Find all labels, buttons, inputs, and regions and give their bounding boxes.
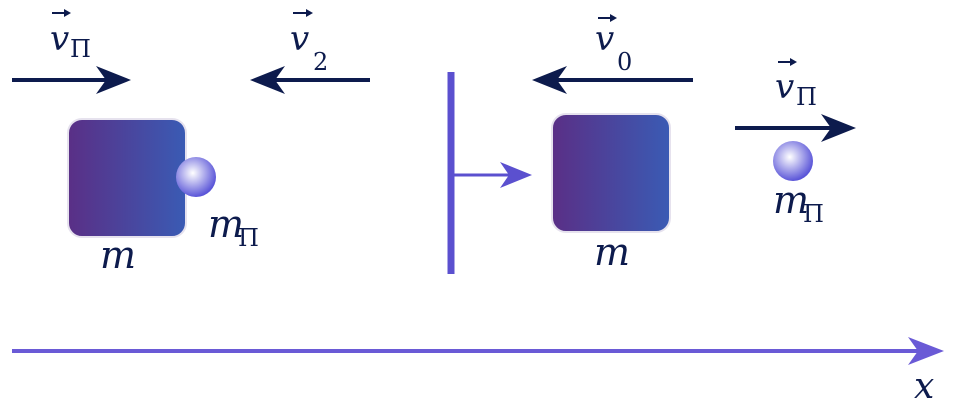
- svg-text:v: v: [595, 19, 614, 59]
- bullet-ball-right: [773, 141, 813, 181]
- svg-text:m: m: [208, 202, 244, 246]
- svg-text:v: v: [775, 67, 794, 107]
- svg-text:v: v: [290, 19, 309, 59]
- x-axis: [12, 337, 944, 365]
- svg-text:П: П: [803, 200, 824, 228]
- svg-text:П: П: [70, 35, 91, 63]
- mass-bullet-right-label: m П: [773, 178, 824, 228]
- bullet-ball-left: [176, 157, 216, 197]
- velocity-bullet-right-arrow: [735, 114, 856, 142]
- velocity-v2-label: v 2: [290, 9, 328, 76]
- velocity-bullet-left-arrow: [12, 66, 131, 94]
- mass-block-left-label: m: [100, 233, 136, 277]
- velocity-v2-arrow: [250, 66, 370, 94]
- mass-bullet-left-label: m П: [208, 202, 259, 252]
- svg-text:m: m: [773, 178, 809, 222]
- svg-text:0: 0: [617, 48, 632, 76]
- vector-arrow-icon: [52, 9, 71, 17]
- velocity-v0-label: v 0: [595, 14, 632, 76]
- vector-arrow-icon: [293, 9, 313, 17]
- svg-text:П: П: [238, 224, 259, 252]
- block-left: [67, 118, 187, 238]
- block-right: [551, 113, 671, 233]
- vector-arrow-icon: [598, 14, 617, 22]
- svg-text:v: v: [50, 19, 69, 59]
- svg-text:2: 2: [313, 48, 328, 76]
- svg-text:П: П: [796, 83, 817, 111]
- wall-force-arrow: [451, 162, 532, 188]
- velocity-bullet-right-label: v П: [775, 58, 817, 111]
- x-axis-label: x: [914, 366, 934, 407]
- vector-arrow-icon: [778, 58, 797, 66]
- velocity-bullet-left-label: v П: [50, 9, 91, 63]
- mass-block-right-label: m: [594, 230, 630, 274]
- velocity-v0-arrow: [532, 66, 693, 94]
